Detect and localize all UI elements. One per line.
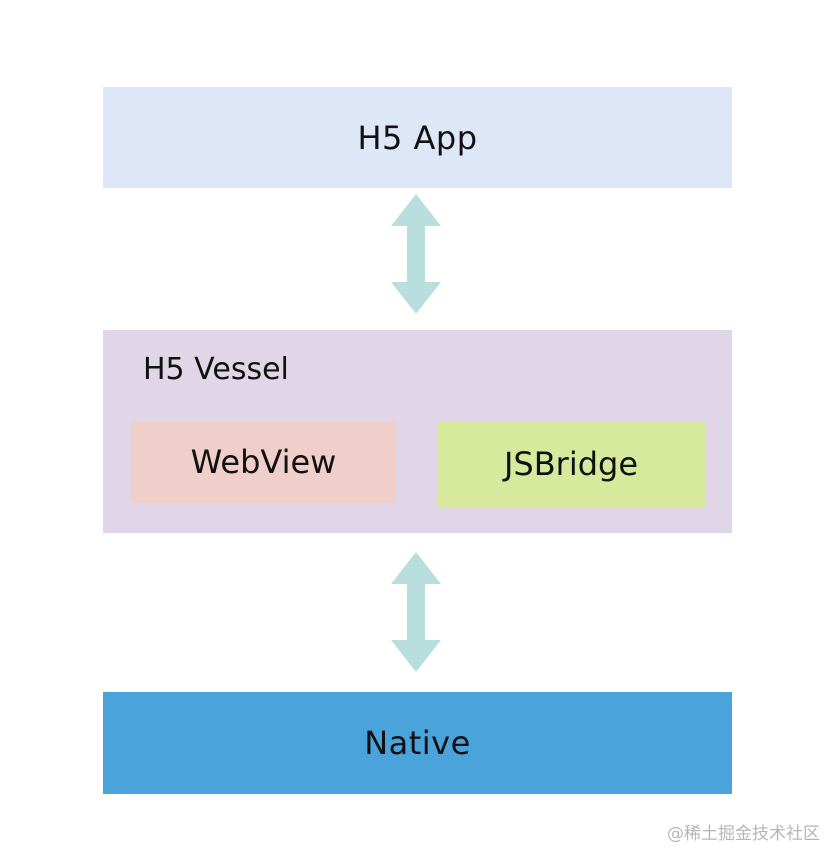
- native-label: Native: [364, 724, 471, 762]
- h5-vessel-title: H5 Vessel: [143, 352, 289, 387]
- double-headed-arrow-icon: [389, 550, 443, 678]
- jsbridge-box: JSBridge: [437, 421, 705, 507]
- watermark: @稀土掘金技术社区: [667, 824, 820, 844]
- jsbridge-label: JSBridge: [503, 445, 639, 483]
- h5-app-layer: H5 App: [103, 87, 732, 188]
- webview-label: WebView: [190, 443, 337, 481]
- webview-box: WebView: [131, 421, 396, 503]
- double-headed-arrow-icon: [389, 192, 443, 320]
- native-layer: Native: [103, 692, 732, 794]
- h5-app-label: H5 App: [357, 118, 478, 157]
